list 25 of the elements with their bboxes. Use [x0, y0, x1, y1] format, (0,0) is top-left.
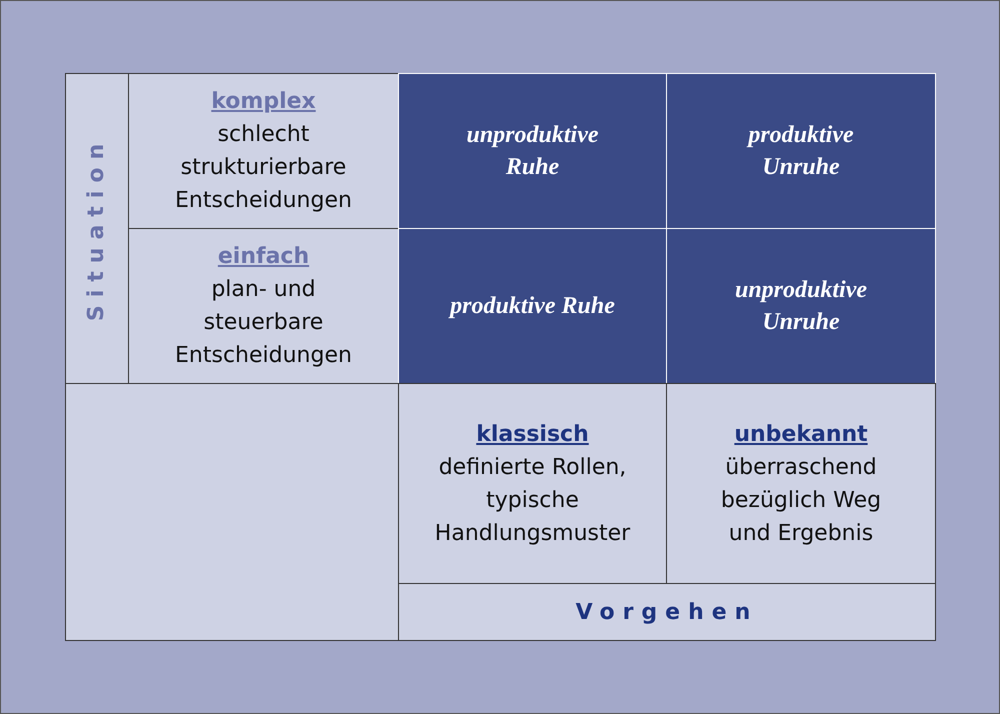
quadrant-label: unproduktive Ruhe: [465, 121, 600, 182]
quadrant-cell: [666, 228, 936, 384]
cell-heading: einfach: [218, 243, 310, 271]
cell-heading: klassisch: [476, 420, 589, 448]
cell-description: plan- und steuerbare Entscheidungen: [174, 276, 353, 370]
axis-label: Situation: [84, 136, 110, 322]
quadrant-label: produktive Ruhe: [450, 292, 615, 321]
cell-heading: komplex: [211, 88, 316, 116]
empty-cell: [65, 383, 399, 641]
matrix-cell: [398, 383, 667, 584]
quadrant-label: produktive Unruhe: [746, 121, 855, 182]
cell-description: schlecht strukturierbare Entscheidungen: [174, 121, 353, 215]
quadrant-cell: [398, 228, 667, 384]
cell-description: überraschend bezüglich Weg und Ergebnis: [720, 454, 882, 548]
matrix-cell: [128, 73, 399, 229]
cell-heading: unbekannt: [734, 420, 868, 448]
cell-description: definierte Rollen, typische Handlungsmuster: [434, 454, 632, 548]
quadrant-label: unproduktive Unruhe: [734, 276, 868, 337]
matrix-cell: [128, 228, 399, 384]
matrix-cell: [666, 383, 936, 584]
quadrant-cell: [398, 73, 667, 229]
axis-label: Vorgehen: [576, 598, 758, 626]
matrix-cell: [65, 73, 129, 384]
matrix-cell: [398, 583, 936, 641]
quadrant-cell: [666, 73, 936, 229]
